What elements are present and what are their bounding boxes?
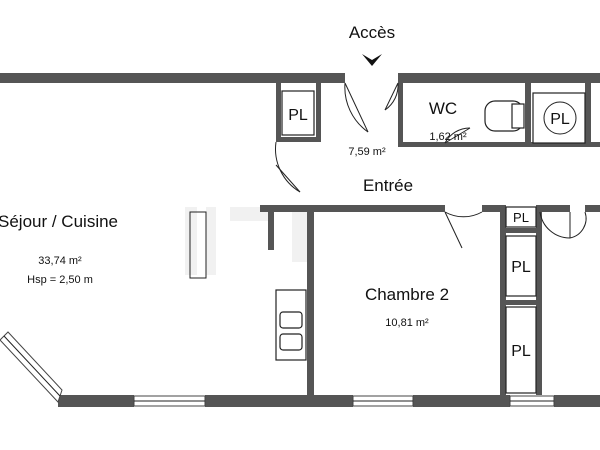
closets — [281, 90, 586, 394]
doors — [275, 82, 587, 249]
closet-label: PL — [511, 343, 531, 360]
entree-name: Entrée — [363, 176, 413, 195]
access-label: Accès — [349, 23, 395, 42]
closet-label: PL — [550, 111, 570, 128]
sejour-area: 33,74 m² — [38, 255, 82, 267]
closet-label: PL — [288, 107, 308, 124]
wc-area: 1,62 m² — [429, 131, 467, 143]
entree-area: 7,59 m² — [348, 146, 386, 158]
watermark-logo — [185, 207, 312, 275]
chambre2-name: Chambre 2 — [365, 285, 449, 304]
closet-label: PL — [513, 210, 529, 225]
access-arrow — [362, 54, 382, 66]
sejour-height: Hsp = 2,50 m — [27, 274, 93, 286]
sejour-name: Séjour / Cuisine — [0, 212, 118, 231]
closet-label: PL — [511, 259, 531, 276]
walls — [0, 73, 600, 407]
windows — [0, 331, 555, 407]
chambre2-area: 10,81 m² — [385, 317, 429, 329]
wc-name: WC — [429, 99, 457, 118]
fixtures — [189, 100, 525, 361]
